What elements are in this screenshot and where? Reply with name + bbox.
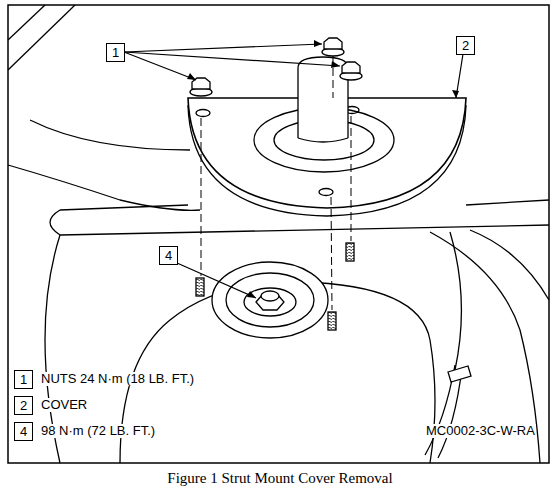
callout-number: 2: [462, 39, 469, 52]
callout-box: 1: [14, 370, 33, 389]
callout-box: 2: [456, 36, 475, 55]
callout-number: 1: [112, 46, 119, 59]
callout-number: 4: [20, 425, 27, 438]
callout-number: 4: [165, 249, 172, 262]
figure-caption: Figure 1 Strut Mount Cover Removal: [167, 470, 392, 487]
callout-box: 4: [159, 246, 178, 265]
callout-box: 2: [14, 396, 33, 415]
legend-text: COVER: [40, 398, 88, 412]
figure-code: MC0002-3C-W-RA: [425, 424, 536, 438]
legend-text: NUTS 24 N·m (18 LB. FT.): [40, 372, 195, 386]
callout-number: 1: [20, 373, 27, 386]
legend-text: 98 N·m (72 LB. FT.): [40, 424, 156, 438]
callout-number: 2: [20, 399, 27, 412]
callout-box: 4: [14, 422, 33, 441]
callout-box: 1: [106, 43, 125, 62]
